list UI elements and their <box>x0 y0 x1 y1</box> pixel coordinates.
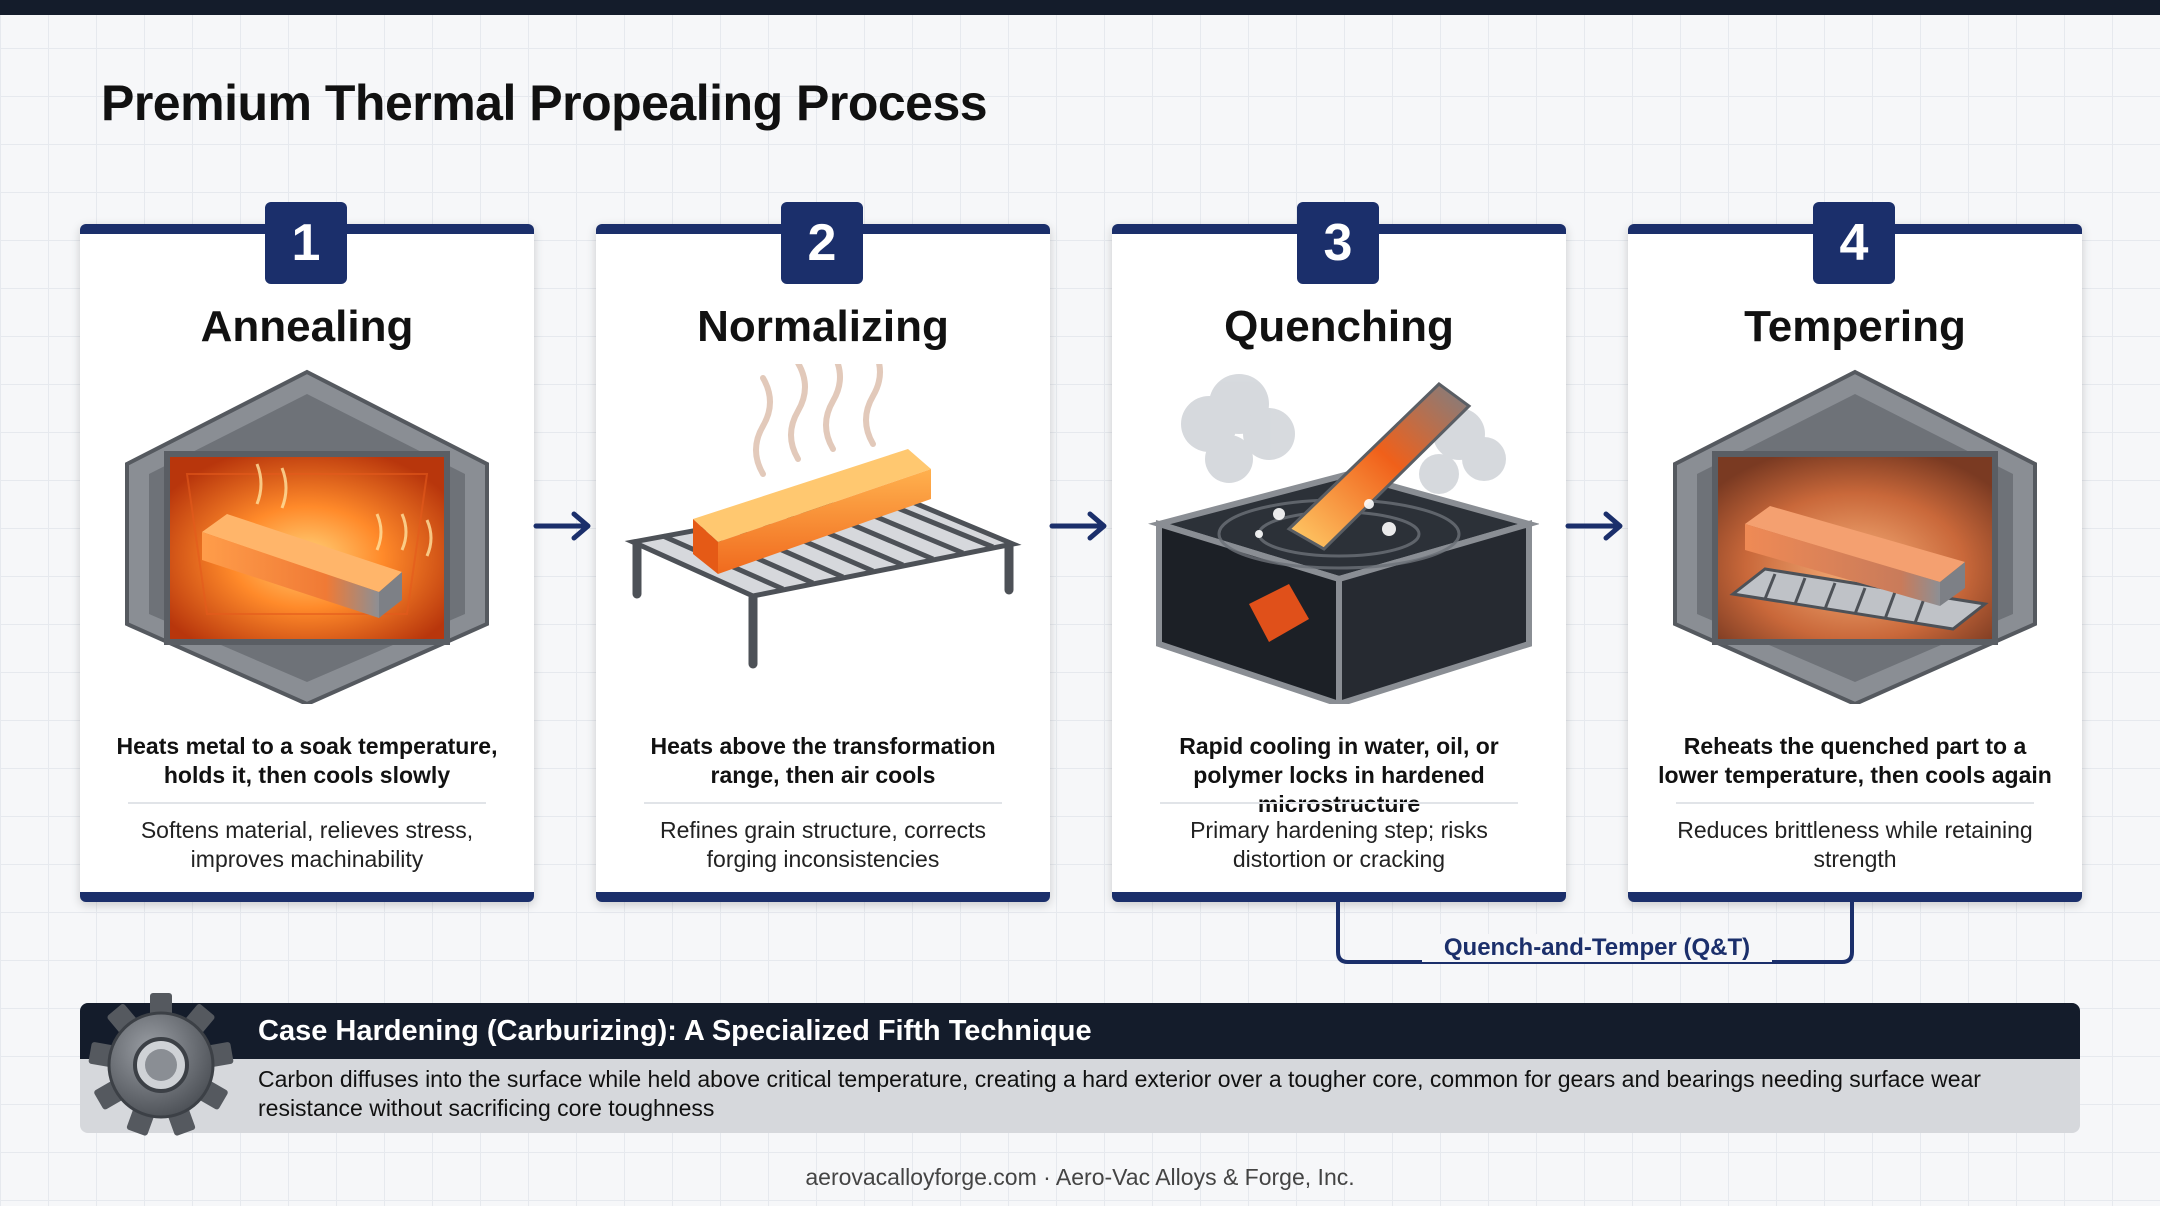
case-hardening-text: Carbon diffuses into the surface while h… <box>258 1066 1981 1121</box>
divider <box>128 802 486 804</box>
tempering-oven-icon <box>1673 369 2037 704</box>
step-card-quenching: 3 Quenching <box>1112 202 1566 902</box>
step-card-annealing: 1 Annealing Heats <box>80 202 534 902</box>
step-title: Normalizing <box>697 302 949 351</box>
top-bar <box>0 0 2160 15</box>
step-description: Heats metal to a soak temperature, holds… <box>116 733 498 788</box>
step-number-badge: 2 <box>781 202 863 284</box>
step-card-tempering: 4 Tempering <box>1628 202 2082 902</box>
step-description: Heats above the transformation range, th… <box>650 733 996 788</box>
qt-bracket <box>1336 902 1854 964</box>
step-title: Tempering <box>1744 302 1966 351</box>
case-hardening-title: Case Hardening (Carburizing): A Speciali… <box>258 1015 1092 1047</box>
step-benefit: Softens material, relieves stress, impro… <box>140 817 474 872</box>
step-benefit: Refines grain structure, corrects forgin… <box>660 817 986 872</box>
step-title: Quenching <box>1224 302 1454 351</box>
cooling-rack-bar-icon <box>624 364 1022 669</box>
qt-label: Quench-and-Temper (Q&T) <box>1422 934 1772 962</box>
case-hardening-panel: Case Hardening (Carburizing): A Speciali… <box>80 1003 2080 1133</box>
page-title: Premium Thermal Propealing Process <box>101 75 988 131</box>
step-description: Rapid cooling in water, oil, or polymer … <box>1179 733 1499 817</box>
step-number-badge: 3 <box>1297 202 1379 284</box>
step-benefit: Reduces brittleness while retaining stre… <box>1677 817 2033 872</box>
divider <box>1160 802 1518 804</box>
arrow-right-icon <box>1565 511 1623 541</box>
case-hardening-header <box>80 1003 2080 1059</box>
step-number-badge: 1 <box>265 202 347 284</box>
quench-tank-icon <box>1148 374 1539 704</box>
divider <box>644 802 1002 804</box>
step-number-badge: 4 <box>1813 202 1895 284</box>
step-benefit: Primary hardening step; risks distortion… <box>1190 817 1488 872</box>
step-description: Reheats the quenched part to a lower tem… <box>1658 733 2052 788</box>
divider <box>1676 802 2034 804</box>
arrow-right-icon <box>1049 511 1107 541</box>
step-title: Annealing <box>200 302 414 351</box>
step-card-normalizing: 2 Normalizing <box>596 202 1050 902</box>
gear-icon <box>88 993 234 1136</box>
arrow-right-icon <box>533 511 591 541</box>
footer-text: aerovacalloyforge.com · Aero-Vac Alloys … <box>805 1164 1355 1190</box>
furnace-bar-icon <box>125 369 489 704</box>
